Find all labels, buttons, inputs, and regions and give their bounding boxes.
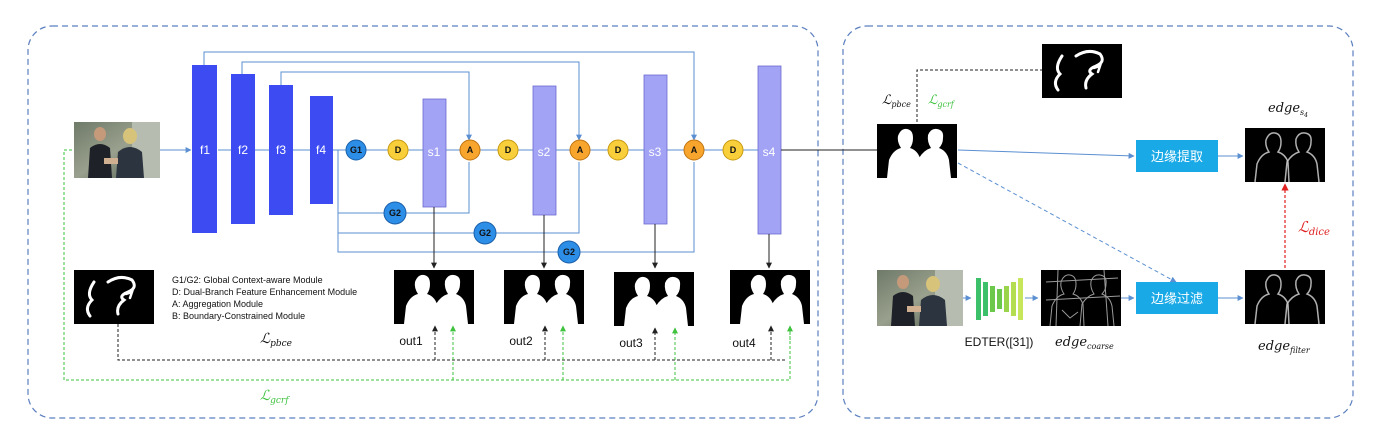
f4-label: f4	[316, 143, 326, 157]
edge-filter-label: 边缘过滤	[1151, 291, 1203, 306]
f3-label: f3	[276, 143, 286, 157]
output-mask-3	[614, 272, 694, 326]
g2-module-2	[473, 221, 497, 245]
a-label-1: A	[467, 145, 474, 155]
s1-label: s1	[428, 145, 441, 159]
edter-network	[976, 278, 1023, 320]
g1-module	[345, 139, 367, 161]
input-image	[74, 122, 160, 178]
edge-s4-image	[1244, 127, 1326, 183]
output-mask-2	[504, 270, 584, 324]
pbce-loss-right: ℒpbce	[882, 93, 911, 109]
dice-loss: ℒdice	[1298, 218, 1330, 238]
legend-line-4: B: Boundary-Constrained Module	[172, 311, 305, 321]
d-module-4	[722, 139, 744, 161]
d-module-2	[497, 139, 519, 161]
f1-label: f1	[200, 143, 210, 157]
edge-coarse-label: edgecoarse	[1055, 335, 1114, 351]
gcrf-loss-right: ℒgcrf	[928, 93, 956, 109]
input-image-right	[877, 270, 963, 326]
encoder-blocks	[192, 65, 333, 233]
s4-label: s4	[763, 145, 776, 159]
f1-block	[192, 65, 217, 233]
a-label-3: A	[691, 145, 698, 155]
g2-label-2: G2	[479, 228, 491, 238]
out2-label: out2	[509, 334, 533, 348]
output-mask-1	[394, 270, 474, 324]
a-module-1	[459, 139, 481, 161]
edge-filter-box	[1136, 282, 1218, 314]
s3-label: s3	[649, 145, 662, 159]
d-label-2: D	[505, 145, 512, 155]
right-panel	[842, 25, 1354, 419]
legend-line-3: A: Aggregation Module	[172, 299, 263, 309]
g2-label-1: G2	[389, 208, 401, 218]
out3-label: out3	[619, 336, 643, 350]
g2-module-3	[557, 240, 581, 264]
edter-label: EDTER([31])	[965, 335, 1034, 349]
gcrf-loss-left: ℒgcrf	[260, 388, 290, 406]
edge-filter-image	[1244, 269, 1326, 325]
edge-extract-box	[1136, 140, 1218, 172]
d-label-4: D	[730, 145, 737, 155]
out4-label: out4	[732, 336, 756, 350]
g2-module-1	[383, 201, 407, 225]
d-module-1	[387, 139, 409, 161]
f2-label: f2	[238, 143, 248, 157]
a-label-2: A	[577, 145, 584, 155]
f2-block	[231, 74, 255, 224]
edge-filter-caption: edgefilter	[1258, 339, 1311, 355]
d-label-1: D	[395, 145, 402, 155]
g2-label-3: G2	[563, 247, 575, 257]
edge-s4-label: edges4	[1268, 101, 1308, 119]
g1-label: G1	[350, 145, 362, 155]
d-label-3: D	[615, 145, 622, 155]
f3-block	[269, 85, 293, 215]
edge-coarse-image	[1041, 269, 1121, 327]
out1-label: out1	[399, 334, 423, 348]
stage-blocks	[422, 65, 782, 235]
edge-extract-label: 边缘提取	[1151, 149, 1203, 164]
f4-block	[310, 96, 333, 204]
scribble-annotation-right	[1040, 42, 1124, 100]
a-module-2	[569, 139, 591, 161]
predicted-mask	[877, 124, 957, 178]
scribble-annotation	[72, 268, 156, 326]
output-mask-4	[730, 270, 810, 324]
legend: G1/G2: Global Context-aware Module D: Du…	[172, 275, 357, 321]
pbce-loss-left: ℒpbce	[260, 331, 292, 349]
left-panel	[27, 25, 819, 419]
s2-label: s2	[538, 145, 551, 159]
d-module-3	[607, 139, 629, 161]
legend-line-1: G1/G2: Global Context-aware Module	[172, 275, 323, 285]
legend-line-2: D: Dual-Branch Feature Enhancement Modul…	[172, 287, 357, 297]
a-module-3	[683, 139, 705, 161]
